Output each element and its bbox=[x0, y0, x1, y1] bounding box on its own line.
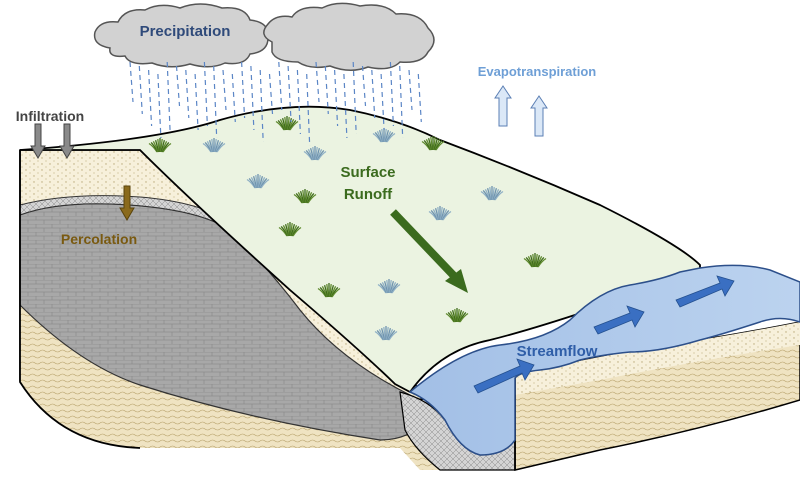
blue-grass-tuft-icon bbox=[374, 326, 398, 341]
rain-streak bbox=[417, 73, 422, 123]
rain-cloud-icon bbox=[263, 2, 435, 71]
rain-streak bbox=[343, 73, 348, 139]
rain-streak bbox=[166, 61, 171, 135]
rain-streak bbox=[241, 61, 246, 119]
rain-streak bbox=[334, 69, 339, 127]
rain-streak bbox=[175, 65, 181, 107]
grass-tuft-icon bbox=[148, 138, 172, 153]
rain-streak bbox=[203, 61, 208, 127]
infiltration-down-arrow-icon bbox=[30, 123, 46, 159]
rain-streak bbox=[129, 61, 134, 103]
rain-streak bbox=[287, 65, 292, 123]
grass-tuft-icon bbox=[275, 116, 299, 131]
stream-water bbox=[408, 264, 800, 456]
surface-runoff-label-line2: Runoff bbox=[344, 186, 393, 203]
blue-grass-tuft-icon bbox=[202, 138, 226, 153]
rain-cloud-icon bbox=[93, 3, 269, 68]
infiltration-down-arrow-icon bbox=[59, 123, 75, 159]
evaporation-up-arrow-icon bbox=[494, 85, 512, 127]
rain-icon bbox=[129, 61, 422, 147]
streamflow-arrows bbox=[473, 275, 735, 394]
rain-streak bbox=[222, 69, 227, 111]
rain-streak bbox=[157, 73, 162, 139]
vegetation bbox=[148, 116, 547, 341]
percolation-label: Percolation bbox=[61, 231, 137, 247]
rain-streak bbox=[371, 69, 376, 119]
runoff-arrow-icon bbox=[390, 209, 468, 293]
soil-block bbox=[19, 149, 800, 471]
grass-tuft-icon bbox=[523, 253, 547, 268]
infiltration-label: Infiltration bbox=[16, 108, 84, 124]
blue-grass-tuft-icon bbox=[303, 146, 327, 161]
surface-runoff-label-line1: Surface bbox=[340, 164, 395, 181]
grass-tuft-icon bbox=[421, 136, 445, 151]
rain-streak bbox=[213, 65, 218, 139]
rain-streak bbox=[185, 69, 190, 119]
rain-streak bbox=[148, 69, 153, 127]
flow-arrow-icon bbox=[675, 275, 735, 308]
blue-grass-tuft-icon bbox=[246, 174, 270, 189]
rain-streak bbox=[408, 69, 413, 111]
rain-streak bbox=[296, 69, 301, 135]
rain-streak bbox=[380, 73, 385, 131]
grass-tuft-icon bbox=[445, 308, 469, 323]
soil-front-face-upper bbox=[515, 322, 800, 395]
percolation-down-arrow-icon bbox=[119, 185, 135, 221]
flow-arrow-icon bbox=[593, 305, 645, 335]
rain-streak bbox=[278, 61, 283, 111]
grass-tuft-icon bbox=[278, 222, 302, 237]
rain-streak bbox=[231, 73, 236, 123]
grass-tuft-icon bbox=[293, 189, 317, 204]
evaporation-up-arrow-icon bbox=[530, 95, 548, 137]
precipitation-label: Precipitation bbox=[140, 23, 231, 40]
rain-streak bbox=[324, 65, 329, 115]
blue-grass-tuft-icon bbox=[428, 206, 452, 221]
rain-streak bbox=[389, 61, 394, 127]
blue-grass-tuft-icon bbox=[480, 186, 504, 201]
rain-streak bbox=[268, 73, 274, 115]
rain-streak bbox=[138, 65, 143, 115]
streamflow-label: Streamflow bbox=[517, 343, 598, 360]
grass-tuft-icon bbox=[317, 283, 341, 298]
blue-grass-tuft-icon bbox=[377, 279, 401, 294]
flow-arrow-icon bbox=[473, 358, 535, 394]
rain-streak bbox=[259, 69, 264, 143]
rain-streak bbox=[250, 65, 255, 131]
rain-streak bbox=[306, 73, 311, 147]
rain-streak bbox=[194, 73, 199, 131]
rain-streak bbox=[352, 61, 357, 135]
evapotranspiration-label: Evapotranspiration bbox=[478, 64, 597, 79]
rain-streak bbox=[399, 65, 404, 139]
rain-streak bbox=[361, 65, 367, 107]
rain-streak bbox=[315, 61, 320, 103]
